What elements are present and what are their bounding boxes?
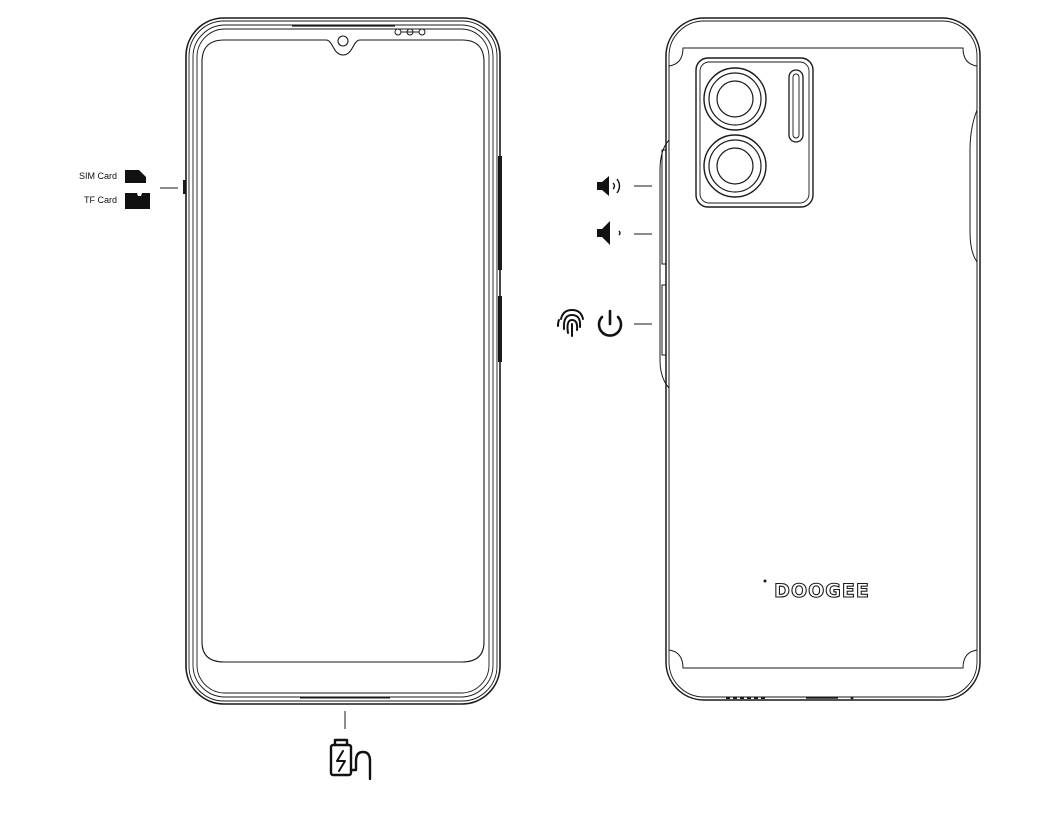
volume-up-icon [597,176,621,196]
back-outer-frame [665,17,981,701]
brand-logo-dot [763,579,767,583]
main-camera-ring-2 [708,72,762,126]
fingerprint-icon [557,308,584,337]
flash-inner [792,73,800,139]
front-power-button [498,296,502,362]
camera-module-inner [699,61,810,204]
phone-back [659,17,981,701]
back-volume-button [661,149,667,265]
charging-port-icon [329,738,372,781]
sim-card-icon [125,170,146,183]
secondary-camera-ring [703,134,767,198]
front-screen [201,39,485,663]
sensor-dot-1 [394,28,402,36]
back-right-rail [969,109,978,263]
power-icon [597,309,623,337]
front-glass-edge [196,28,490,694]
front-camera [337,35,349,47]
brand-logo: DOOGEE [774,580,870,602]
front-frame-inner-2 [192,24,494,698]
flash [788,69,804,143]
main-camera-ring [703,67,767,131]
front-volume-button [498,156,502,270]
tf-card-label: TF Card [84,195,118,205]
card-slot [183,180,186,194]
sensor-dot-3 [418,28,426,36]
front-frame-inner-1 [188,20,498,702]
secondary-camera-ring-2 [708,139,762,193]
back-left-rail [659,139,670,389]
back-power-button [661,284,667,356]
volume-down-icon [597,221,621,245]
front-outer-frame [185,17,501,705]
speaker-holes [726,696,854,700]
tf-card-icon [125,193,150,209]
phone-front [185,17,501,705]
sim-card-label: SIM Card [79,171,118,181]
secondary-camera-lens [716,147,754,185]
back-panel [668,47,978,669]
camera-module [695,57,814,208]
main-camera-lens [716,80,754,118]
